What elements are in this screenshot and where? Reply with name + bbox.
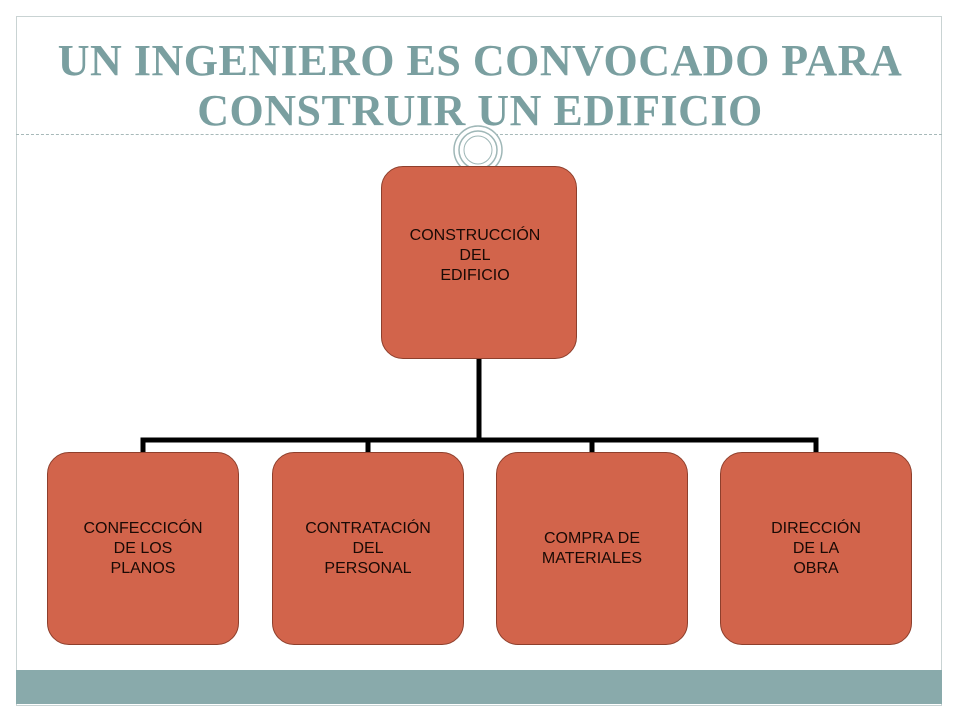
footer-bar [16,670,942,704]
node-confeccion-de-los-planos: CONFECCICÓN DE LOS PLANOS [47,452,239,645]
node-label-child-1: CONFECCICÓN DE LOS PLANOS [83,519,203,577]
node-contratacion-del-personal: CONTRATACIÓN DEL PERSONAL [272,452,464,645]
circle-ornament-icon [453,125,503,175]
node-compra-de-materiales: COMPRA DE MATERIALES [496,452,688,645]
node-construccion-del-edificio: CONSTRUCCIÓN DEL EDIFICIO [381,166,577,359]
node-direccion-de-la-obra: DIRECCIÓN DE LA OBRA [720,452,912,645]
node-label-child-2: CONTRATACIÓN DEL PERSONAL [305,519,431,577]
node-label-child-3: COMPRA DE MATERIALES [541,529,643,567]
node-label-root: CONSTRUCCIÓN DEL EDIFICIO [409,226,541,284]
slide-frame [16,16,942,706]
node-label-child-4: DIRECCIÓN DE LA OBRA [771,519,861,577]
title-line-1: UN INGENIERO ES CONVOCADO PARA [57,36,903,85]
